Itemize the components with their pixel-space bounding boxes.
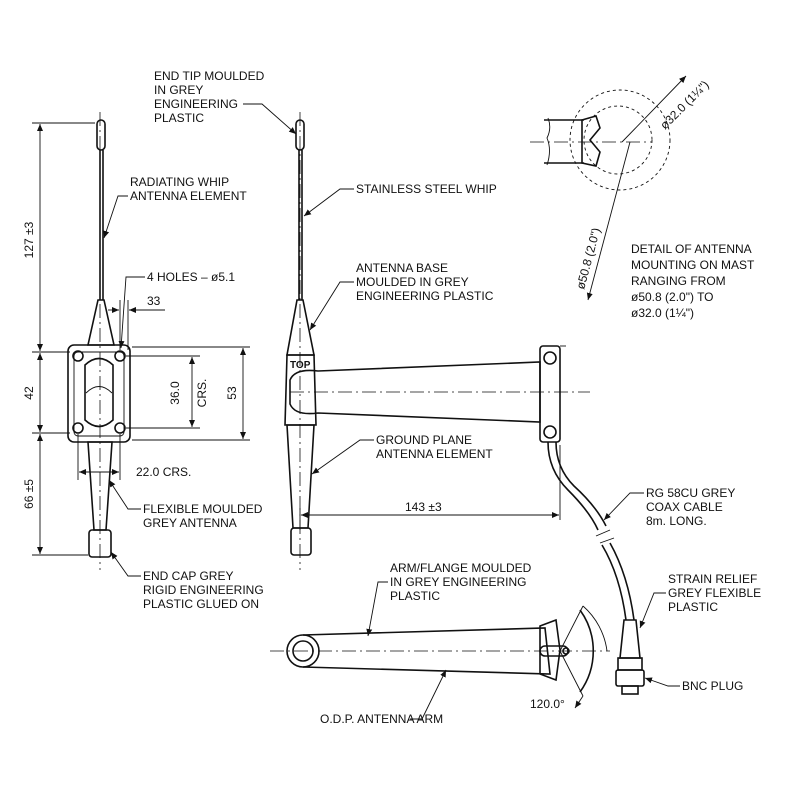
- label-end-cap-1: END CAP GREY: [143, 569, 233, 583]
- label-rg58-3: 8m. LONG.: [646, 514, 707, 528]
- detail-line-5: ø32.0 (1¼"): [631, 306, 694, 320]
- dim-whip-length: 127 ±3: [22, 221, 36, 258]
- front-view-antenna: [67, 112, 131, 570]
- detail-line-3: RANGING FROM: [631, 274, 726, 288]
- side-view-labels: END TIP MOULDED IN GREY ENGINEERING PLAS…: [154, 69, 761, 693]
- label-end-tip-4: PLASTIC: [154, 111, 204, 125]
- label-flexible-2: GREY ANTENNA: [143, 516, 237, 530]
- dim-mast-32: ø32.0 (1¼"): [657, 78, 711, 132]
- label-base-1: ANTENNA BASE: [356, 261, 448, 275]
- label-strain-2: GREY FLEXIBLE: [668, 586, 761, 600]
- label-radiating-2: ANTENNA ELEMENT: [130, 189, 247, 203]
- dim-angle-120: 120.0°: [530, 697, 565, 711]
- label-end-tip-3: ENGINEERING: [154, 97, 238, 111]
- dim-holes-22: 22.0 CRS.: [136, 465, 191, 479]
- detail-line-4: ø50.8 (2.0") TO: [631, 290, 714, 304]
- side-view-antenna: TOP: [284, 112, 317, 570]
- label-radiating-1: RADIATING WHIP: [130, 175, 229, 189]
- label-holes: 4 HOLES – ø5.1: [147, 270, 235, 284]
- label-arm-flange-3: PLASTIC: [390, 589, 440, 603]
- dim-holes-crs: CRS.: [195, 379, 209, 408]
- detail-line-2: MOUNTING ON MAST: [631, 258, 755, 272]
- label-flexible-1: FLEXIBLE MOULDED: [143, 502, 263, 516]
- front-view-dimensions: 127 ±3 42 66 ±5 33 36.0 CRS. 53 22.0 CRS…: [22, 122, 250, 556]
- dim-holes-36: 36.0: [168, 381, 182, 405]
- label-end-tip-2: IN GREY: [154, 83, 203, 97]
- label-ground-2: ANTENNA ELEMENT: [376, 447, 493, 461]
- label-stainless: STAINLESS STEEL WHIP: [356, 182, 497, 196]
- label-odp: O.D.P. ANTENNA ARM: [320, 712, 443, 726]
- label-end-tip-1: END TIP MOULDED: [154, 69, 265, 83]
- dim-lower-66: 66 ±5: [22, 479, 36, 509]
- label-base-3: ENGINEERING PLASTIC: [356, 289, 494, 303]
- arm-plan-labels: ARM/FLANGE MOULDED IN GREY ENGINEERING P…: [320, 561, 565, 726]
- arm-plan-view: [270, 605, 610, 709]
- detail-line-1: DETAIL OF ANTENNA: [631, 242, 752, 256]
- detail-caption: DETAIL OF ANTENNA MOUNTING ON MAST RANGI…: [631, 242, 755, 320]
- label-strain-1: STRAIN RELIEF: [668, 572, 757, 586]
- dim-flange-53: 53: [225, 386, 239, 400]
- label-arm-flange-2: IN GREY ENGINEERING: [390, 575, 526, 589]
- dim-arm-143: 143 ±3: [405, 500, 442, 514]
- label-end-cap-2: RIGID ENGINEERING: [143, 583, 264, 597]
- label-end-cap-3: PLASTIC GLUED ON: [143, 597, 259, 611]
- label-rg58-2: COAX CABLE: [646, 500, 723, 514]
- dim-flange-33: 33: [147, 294, 161, 308]
- label-strain-3: PLASTIC: [668, 600, 718, 614]
- label-base-2: MOULDED IN GREY: [356, 275, 469, 289]
- side-view-arm: [289, 345, 645, 695]
- front-view-labels: RADIATING WHIP ANTENNA ELEMENT 4 HOLES –…: [103, 175, 264, 611]
- label-arm-flange-1: ARM/FLANGE MOULDED: [390, 561, 532, 575]
- label-bnc: BNC PLUG: [682, 679, 743, 693]
- label-ground-1: GROUND PLANE: [376, 433, 472, 447]
- dim-flange-42: 42: [22, 386, 36, 400]
- label-rg58-1: RG 58CU GREY: [646, 486, 735, 500]
